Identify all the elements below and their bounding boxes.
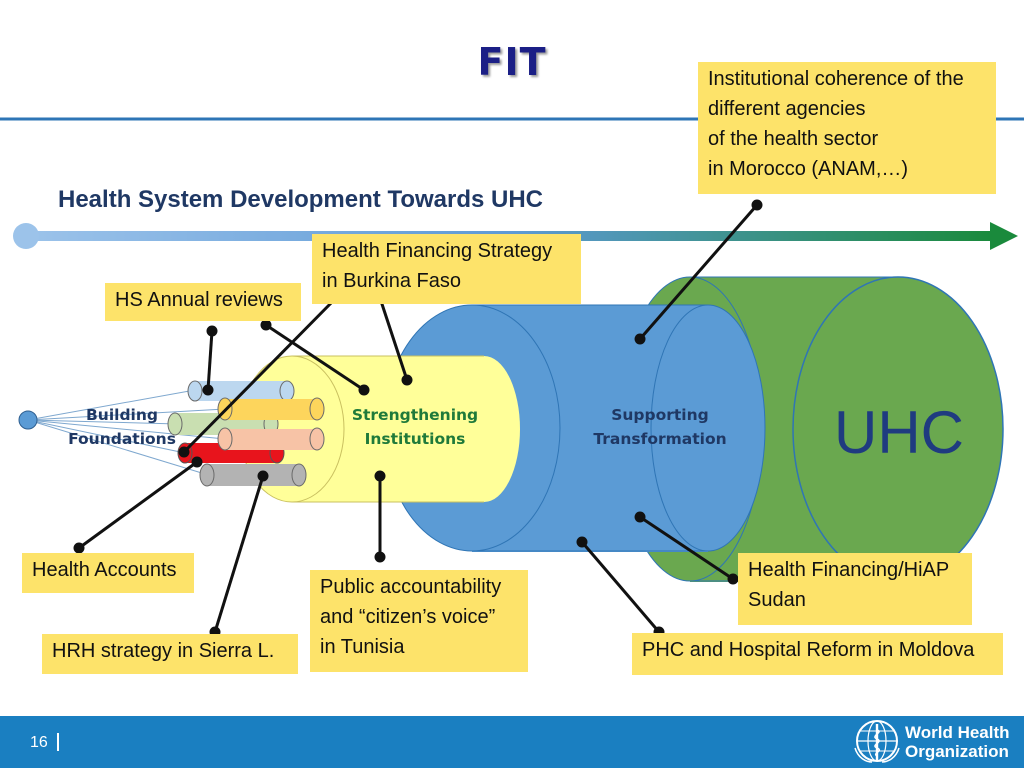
connector-hrh xyxy=(209,470,269,638)
slide-subtitle: Health System Development Towards UHC xyxy=(58,186,544,213)
connector-health-accounts xyxy=(73,456,203,554)
callout-financing-burkina-faso: Health Financing Strategy in Burkina Fas… xyxy=(312,234,581,304)
callout-health-accounts: Health Accounts xyxy=(22,553,194,593)
rod-gold xyxy=(217,397,325,421)
label-building-foundations: Building Foundations xyxy=(68,406,176,448)
foundation-fan xyxy=(27,389,226,475)
connector-accountability xyxy=(374,470,386,563)
who-emblem-icon xyxy=(854,720,900,763)
label-uhc: UHC xyxy=(834,399,964,466)
rod-gray xyxy=(199,463,307,487)
callout-public-accountability: Public accountability and “citizen’s voi… xyxy=(310,570,528,672)
label-supporting-transformation: Supporting Transformation xyxy=(593,406,727,448)
callout-phc-moldova: PHC and Hospital Reform in Moldova xyxy=(632,633,1003,675)
rod-lightblue xyxy=(187,380,295,402)
foundation-origin-dot xyxy=(18,410,38,430)
page-number: 16 xyxy=(30,734,48,751)
label-strengthening-institutions: Strengthening Institutions xyxy=(351,406,479,448)
foundation-rods xyxy=(167,380,325,487)
footer-bar xyxy=(0,716,1024,768)
callout-financing-sudan: Health Financing/HiAP Sudan xyxy=(738,553,972,625)
connector-annual-reviews-a xyxy=(202,325,218,396)
slide-title: FIT xyxy=(477,40,547,84)
connector-moldova xyxy=(576,536,665,638)
page-number-divider xyxy=(57,733,59,751)
connector-sudan xyxy=(634,511,739,585)
callout-hs-annual-reviews: HS Annual reviews xyxy=(105,283,301,321)
connector-institutional xyxy=(634,199,763,345)
callout-hrh-sierra-leone: HRH strategy in Sierra L. xyxy=(42,634,298,674)
who-wordmark: World Health Organization xyxy=(905,723,1010,761)
rod-peach xyxy=(217,427,325,451)
callout-institutional-coherence: Institutional coherence of the different… xyxy=(698,62,996,194)
connector-annual-reviews-b xyxy=(260,319,370,396)
